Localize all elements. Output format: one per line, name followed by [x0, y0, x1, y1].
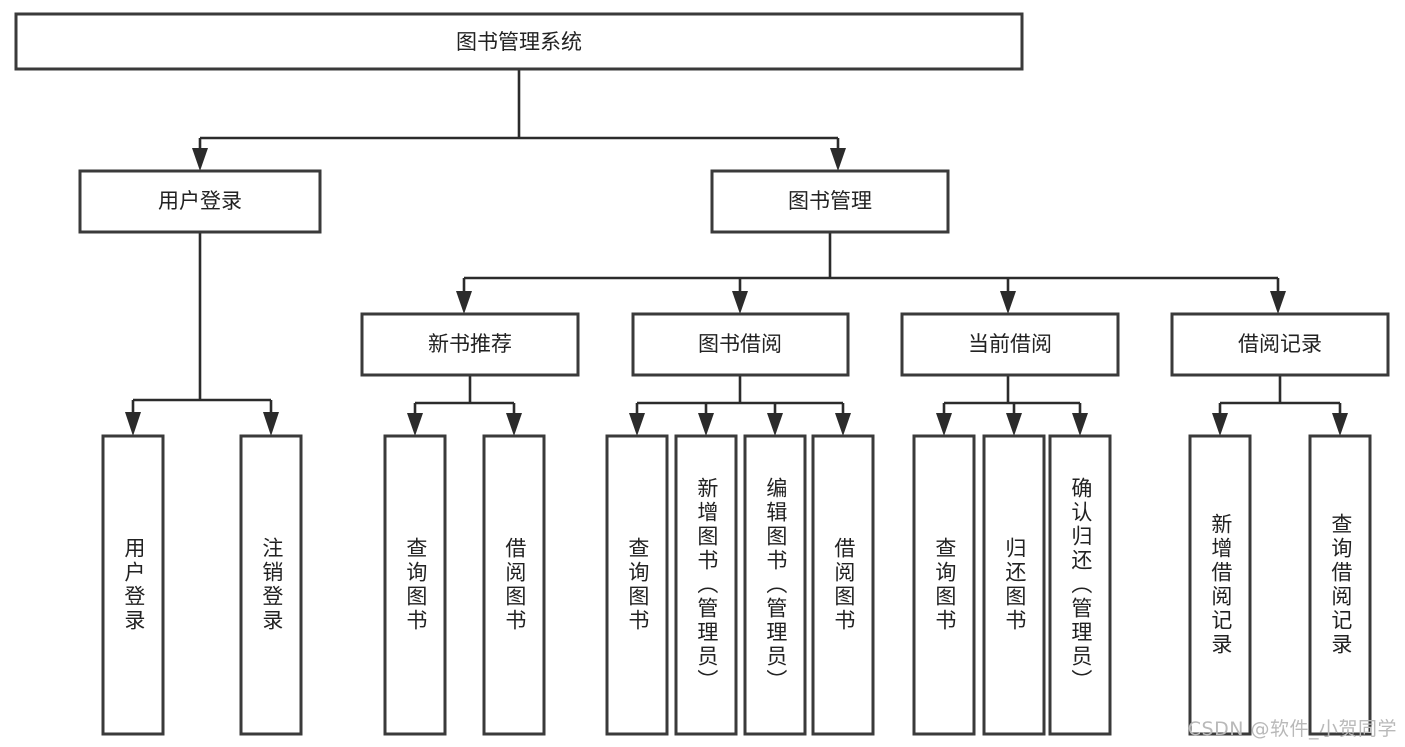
node-book-borrow[interactable]: 图书借阅	[631, 312, 850, 377]
leaf-boxes	[101, 434, 1372, 736]
arrow-head-icon	[698, 413, 714, 436]
node-current-borrow-label: 当前借阅	[968, 332, 1052, 356]
node-new-book-recommend-label: 新书推荐	[428, 332, 512, 356]
arrow-head-icon	[1270, 291, 1286, 314]
leaf-box-borrow-book-2[interactable]	[811, 434, 875, 736]
connector-currentborrow-to-leaves	[936, 375, 1088, 436]
node-book-borrow-label: 图书借阅	[698, 332, 782, 356]
arrow-head-icon	[407, 413, 423, 436]
arrow-head-icon	[1332, 413, 1348, 436]
node-book-management[interactable]: 图书管理	[710, 169, 950, 234]
leaf-box-return-book[interactable]	[982, 434, 1046, 736]
arrow-head-icon	[506, 413, 522, 436]
connector-borrowrecord-to-leaves	[1212, 375, 1348, 436]
arrow-head-icon	[629, 413, 645, 436]
arrow-head-icon	[263, 412, 279, 436]
arrow-head-icon	[456, 291, 472, 314]
leaf-box-logout[interactable]	[239, 434, 303, 736]
leaf-box-add-book[interactable]	[674, 434, 738, 736]
leaf-box-query-book-2[interactable]	[605, 434, 669, 736]
node-book-management-label: 图书管理	[788, 189, 872, 213]
arrow-head-icon	[192, 148, 208, 171]
arrow-head-icon	[1000, 291, 1016, 314]
arrow-head-icon	[125, 412, 141, 436]
node-borrow-record-label: 借阅记录	[1238, 332, 1322, 356]
connector-userlogin-to-leaves	[125, 232, 279, 436]
arrow-head-icon	[1212, 413, 1228, 436]
arrow-head-icon	[1072, 413, 1088, 436]
node-borrow-record[interactable]: 借阅记录	[1170, 312, 1390, 377]
leaf-box-edit-book[interactable]	[743, 434, 807, 736]
node-user-login-label: 用户登录	[158, 189, 242, 213]
leaf-box-query-book-1[interactable]	[383, 434, 447, 736]
node-user-login[interactable]: 用户登录	[78, 169, 322, 234]
connector-bookmgmt-to-level3	[456, 232, 1286, 314]
arrow-head-icon	[830, 148, 846, 171]
connector-bookborrow-to-leaves	[629, 375, 851, 436]
leaf-box-add-record[interactable]	[1188, 434, 1252, 736]
arrow-head-icon	[1006, 413, 1022, 436]
arrow-head-icon	[936, 413, 952, 436]
connector-newbook-to-leaves	[407, 375, 522, 436]
node-current-borrow[interactable]: 当前借阅	[900, 312, 1120, 377]
arrow-head-icon	[835, 413, 851, 436]
watermark: CSDN @软件_小贺同学	[1187, 718, 1397, 740]
connector-root-to-level2	[192, 69, 846, 171]
node-root[interactable]: 图书管理系统	[14, 12, 1024, 71]
node-root-label: 图书管理系统	[456, 30, 582, 54]
arrow-head-icon	[732, 291, 748, 314]
arrow-head-icon	[767, 413, 783, 436]
leaf-box-query-record[interactable]	[1308, 434, 1372, 736]
leaf-box-confirm-return[interactable]	[1048, 434, 1112, 736]
leaf-box-user-login[interactable]	[101, 434, 165, 736]
leaf-box-borrow-book-1[interactable]	[482, 434, 546, 736]
node-new-book-recommend[interactable]: 新书推荐	[360, 312, 580, 377]
leaf-box-query-book-3[interactable]	[912, 434, 976, 736]
